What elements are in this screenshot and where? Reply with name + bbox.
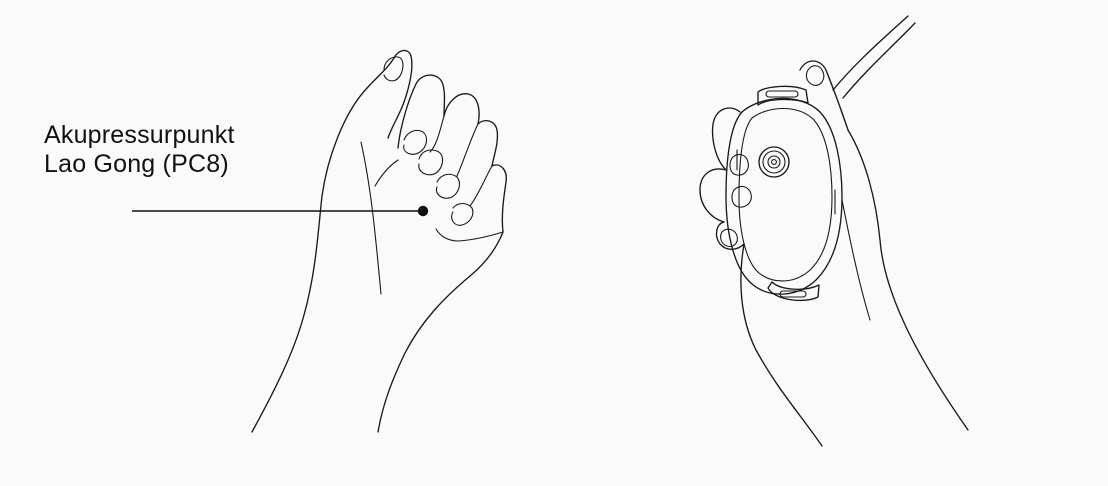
pressure-point-marker: [418, 206, 428, 216]
left-hand-fist-drawing: [252, 50, 506, 432]
right-hand-with-device-drawing: [700, 16, 968, 446]
